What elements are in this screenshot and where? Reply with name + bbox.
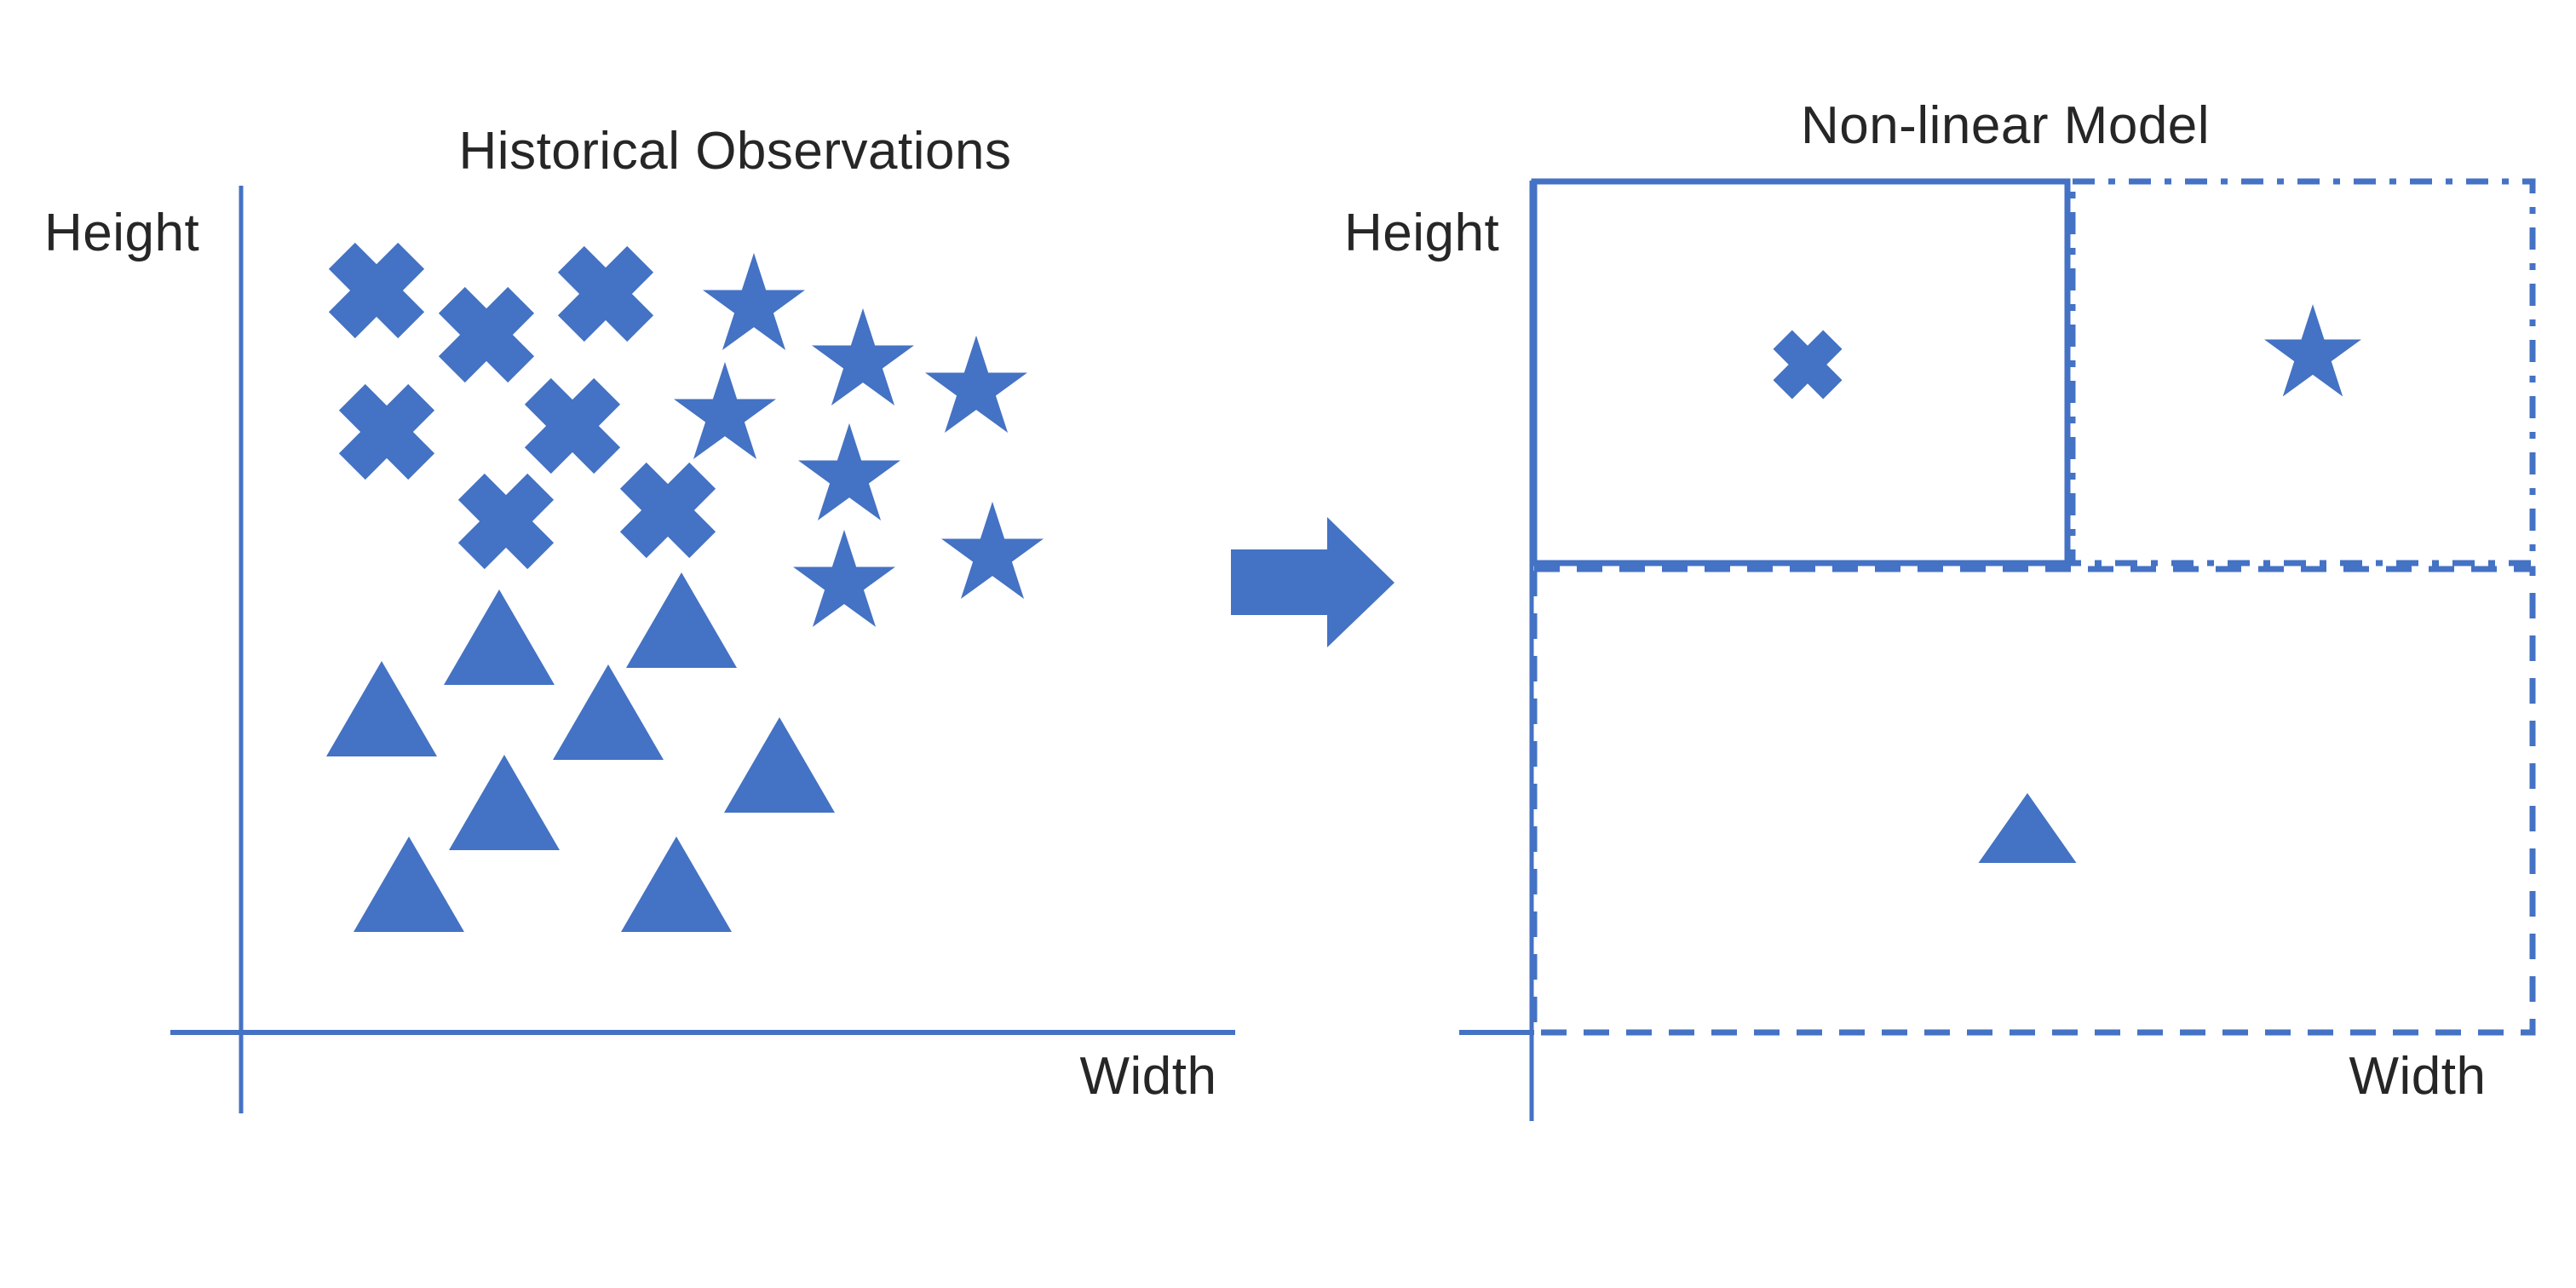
x-cross-marker	[524, 377, 621, 474]
right-panel-title: Non-linear Model	[1800, 96, 2211, 155]
right-arrow-shape	[1231, 517, 1394, 647]
x-cross-marker	[438, 286, 535, 383]
triangle-region-box	[1531, 566, 2536, 1036]
star-marker	[793, 529, 895, 628]
x-cross-marker	[619, 462, 716, 559]
left-y-axis-label: Height	[44, 204, 200, 262]
triangle-marker	[724, 717, 835, 813]
region-star-marker	[2264, 304, 2361, 397]
triangle-marker	[354, 837, 464, 932]
star-marker	[812, 308, 914, 406]
triangle-marker	[444, 589, 555, 685]
triangle-marker	[553, 664, 664, 760]
star-marker	[703, 252, 805, 351]
triangle-marker	[626, 572, 737, 668]
right-y-axis-label: Height	[1344, 204, 1500, 262]
x-cross-marker	[557, 245, 654, 342]
star-region-box	[2069, 178, 2536, 566]
x-cross-marker	[457, 473, 555, 570]
triangle-marker	[326, 661, 437, 756]
x-cross-marker	[328, 242, 425, 339]
star-marker	[925, 335, 1027, 434]
star-marker	[798, 423, 900, 521]
triangle-marker	[449, 755, 560, 850]
x-cross-marker	[338, 383, 435, 480]
right-x-axis-label: Width	[2349, 1047, 2487, 1106]
triangle-marker	[621, 837, 732, 932]
left-x-axis-label: Width	[1079, 1047, 1217, 1106]
region-triangle-marker	[1978, 793, 2077, 863]
star-marker	[674, 361, 776, 460]
x-region-box	[1531, 178, 2071, 566]
star-marker	[941, 501, 1044, 600]
left-panel-title: Historical Observations	[458, 122, 1012, 181]
region-x-cross-marker	[1773, 330, 1843, 400]
